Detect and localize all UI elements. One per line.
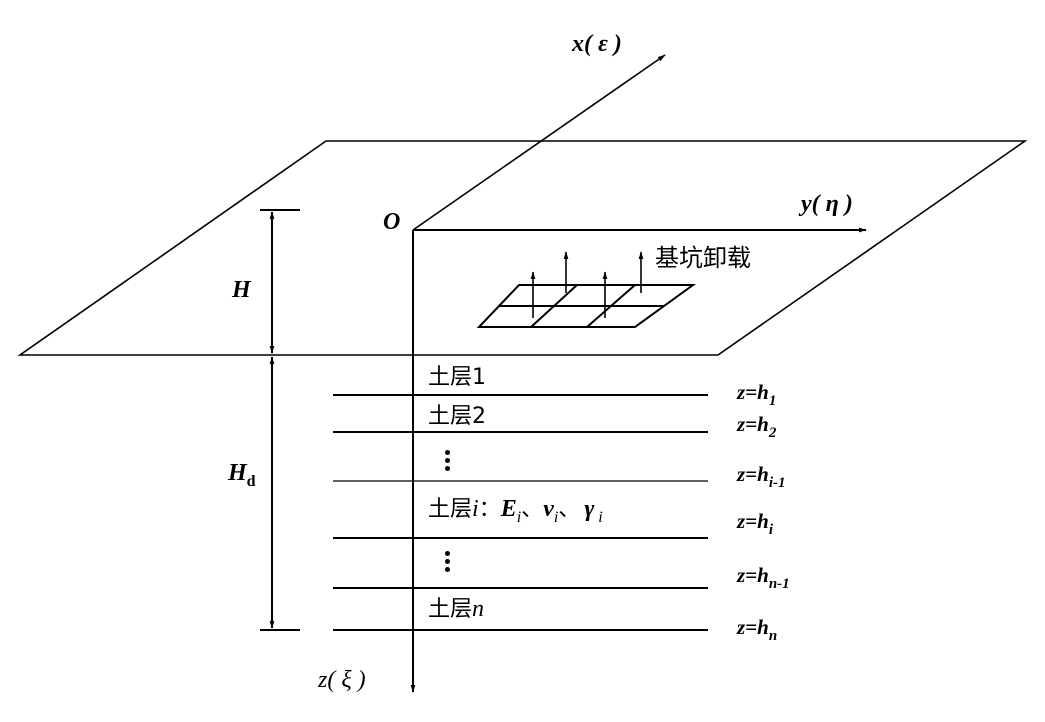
- Hd-subscript: d: [246, 473, 256, 490]
- layer-n-prefix: 土层: [428, 597, 473, 622]
- layer-i-colon: ：: [478, 497, 501, 522]
- boundary-lhs: z=h: [737, 412, 769, 436]
- boundary-lhs: z=h: [737, 615, 769, 639]
- x-axis: [412, 54, 666, 231]
- layer-i-var: i: [472, 496, 479, 522]
- layer-n-var: n: [472, 596, 485, 622]
- origin-label: O: [383, 209, 401, 235]
- unloading-arrows: [530, 251, 644, 318]
- prop-E-sub: i: [516, 509, 522, 526]
- z-axis-name: z: [318, 667, 328, 693]
- H-label: H: [232, 277, 251, 303]
- ellipsis-dots-1: [445, 450, 451, 474]
- x-axis-name: x: [572, 31, 584, 57]
- z-axis-greek: ξ: [341, 667, 352, 693]
- excavation-unloading-label: 基坑卸载: [655, 244, 751, 272]
- y-axis-label: y(η): [801, 191, 853, 217]
- Hd-main: H: [228, 460, 247, 486]
- layer-1-label: 土层1: [428, 365, 486, 390]
- boundary-label-h1: z=h1: [737, 382, 776, 409]
- z-axis-label: z(ξ): [318, 667, 366, 693]
- excavation-grid: [476, 284, 697, 328]
- dimension-Hd: [260, 356, 300, 631]
- boundary-sub: n: [768, 628, 778, 644]
- prop-E: E: [500, 496, 517, 522]
- Hd-label: Hd: [228, 461, 256, 490]
- ellipsis-dots-2: [445, 551, 451, 575]
- prop-v-sub: i: [553, 509, 559, 526]
- boundary-label-hn: z=hn: [737, 617, 777, 644]
- dimension-H: [260, 209, 300, 354]
- boundary-lhs: z=h: [737, 563, 769, 587]
- prop-v: v: [543, 496, 554, 522]
- prop-gamma: γ: [584, 496, 595, 522]
- boundary-lhs: z=h: [737, 462, 769, 486]
- layer-boundaries: [333, 394, 708, 631]
- layer-i-prefix: 土层: [428, 497, 473, 522]
- layer-2-label: 土层2: [428, 404, 486, 429]
- boundary-sub: 2: [768, 425, 777, 441]
- boundary-lhs: z=h: [737, 380, 769, 404]
- boundary-sub: 1: [768, 393, 777, 409]
- boundary-lhs: z=h: [737, 509, 769, 533]
- boundary-label-h2: z=h2: [737, 414, 776, 441]
- boundary-sub: i-1: [768, 475, 786, 491]
- y-axis-name: y: [801, 191, 812, 217]
- boundary-sub: i: [768, 522, 773, 538]
- boundary-sub: n-1: [768, 576, 790, 592]
- x-axis-label: x(ε): [572, 31, 622, 57]
- layer-n-label: 土层n: [428, 597, 484, 621]
- x-axis-greek: ε: [598, 31, 608, 57]
- separator: 、: [558, 497, 581, 522]
- y-axis-greek: η: [825, 191, 839, 217]
- boundary-label-hi-1: z=hi-1: [737, 464, 786, 491]
- boundary-label-hn-1: z=hn-1: [737, 565, 790, 592]
- prop-gamma-sub: i: [598, 509, 603, 526]
- boundary-label-hi: z=hi: [737, 511, 773, 538]
- ground-surface-plane: [17, 140, 1028, 356]
- separator: 、: [521, 497, 544, 522]
